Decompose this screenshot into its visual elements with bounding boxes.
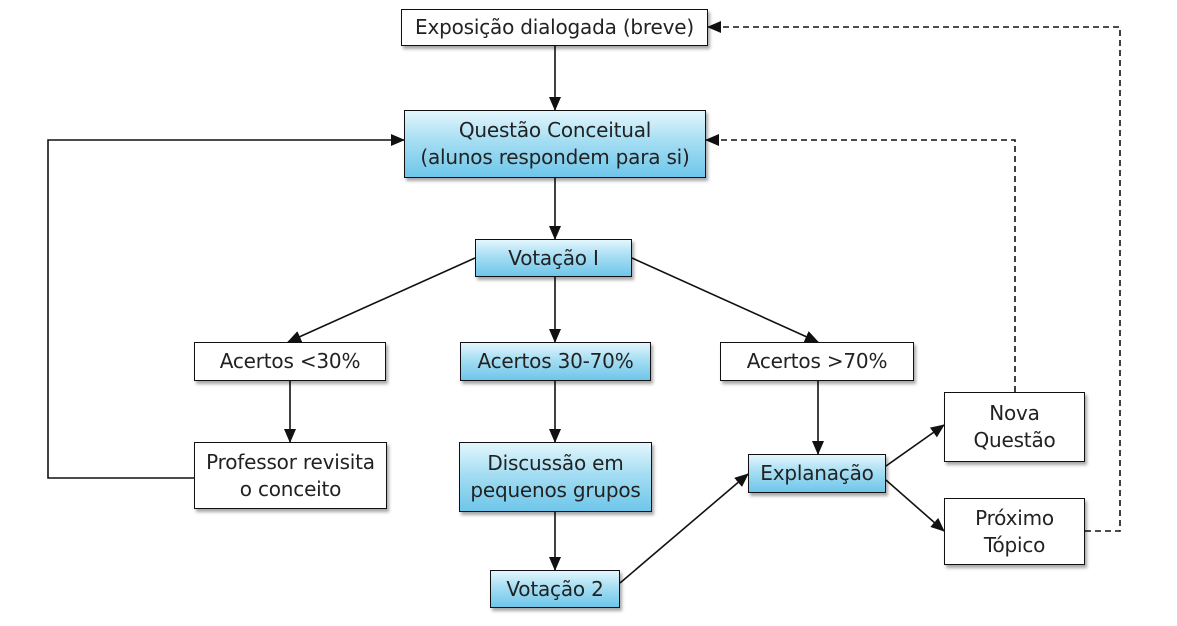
node-votacao-1: Votação I (475, 239, 632, 277)
node-nova-questao-line2: Questão (973, 428, 1056, 452)
node-proximo-topico-line2: Tópico (983, 532, 1046, 557)
node-professor-line1: Professor revisita (206, 449, 375, 474)
edge-professor-to-questao (47, 134, 405, 479)
node-explanacao-label: Explanação (760, 461, 874, 485)
node-acertos-mid-label: Acertos 30-70% (477, 349, 634, 373)
node-acertos-low: Acertos <30% (194, 342, 386, 381)
node-acertos-high: Acertos >70% (720, 342, 914, 381)
node-exposicao-label: Exposição dialogada (breve) (415, 15, 694, 39)
node-discussao-line1: Discussão em (487, 451, 624, 475)
edge-explanacao-to-nova-questao (885, 424, 945, 467)
node-questao-line1: Questão Conceitual (458, 118, 652, 142)
node-nova-questao-line1: Nova (989, 401, 1040, 425)
node-professor-line2: o conceito (239, 476, 342, 501)
edge-explanacao-to-proximo-topico (885, 479, 945, 532)
node-discussao: Discussão em pequenos grupos (459, 442, 652, 512)
node-acertos-low-label: Acertos <30% (219, 349, 361, 373)
node-questao-conceitual: Questão Conceitual (alunos respondem par… (404, 110, 706, 178)
node-acertos-high-label: Acertos >70% (746, 349, 888, 373)
edge-votacao1-to-acertos-low (287, 257, 476, 343)
node-votacao2-label: Votação 2 (506, 576, 604, 601)
node-discussao-line2: pequenos grupos (470, 478, 641, 502)
node-questao-line2: (alunos respondem para si) (420, 145, 690, 169)
node-acertos-mid: Acertos 30-70% (460, 342, 651, 381)
node-explanacao: Explanação (748, 454, 886, 493)
node-votacao1-label: Votação I (508, 245, 599, 270)
edge-votacao2-to-explanacao (619, 473, 749, 584)
node-proximo-topico-line1: Próximo (975, 505, 1054, 530)
edge-proximo-topico-to-exposicao (707, 21, 1121, 532)
edge-votacao1-to-acertos-high (631, 257, 819, 343)
node-proximo-topico: Próximo Tópico (944, 498, 1085, 565)
node-professor-revisita: Professor revisita o conceito (194, 442, 387, 509)
edge-nova-questao-to-questao (705, 134, 1016, 392)
node-nova-questao: Nova Questão (944, 392, 1085, 462)
node-exposicao: Exposição dialogada (breve) (401, 9, 708, 46)
node-votacao-2: Votação 2 (490, 570, 620, 608)
